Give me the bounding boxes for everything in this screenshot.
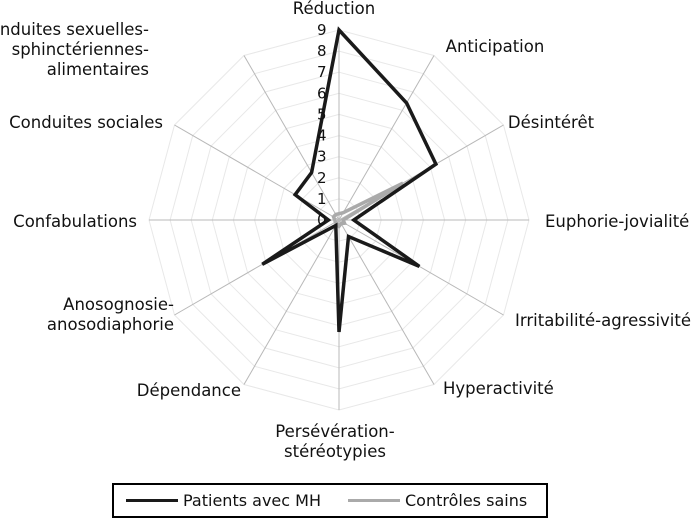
axis-label-line: Conduites sociales bbox=[9, 113, 163, 132]
axis-label-line: stéréotypies bbox=[284, 442, 386, 461]
series-line-controles bbox=[331, 181, 404, 230]
axis-label-line: Désintérêt bbox=[508, 113, 595, 132]
legend-box bbox=[112, 483, 548, 518]
axis-label-line: Conduites sexuelles- bbox=[0, 20, 149, 39]
axis-label-line: Réduction bbox=[293, 0, 375, 18]
axis-label-line: Confabulations bbox=[13, 212, 137, 231]
axis-label-line: anosodiaphorie bbox=[47, 315, 174, 334]
axis-label: Hyperactivité bbox=[443, 379, 554, 398]
tick-label: 6 bbox=[317, 84, 327, 102]
axis-label: Conduites sexuelles-sphinctériennes-alim… bbox=[0, 20, 149, 79]
axis-spoke bbox=[243, 219, 340, 385]
axis-label: Conduites sociales bbox=[9, 113, 163, 132]
legend-label-controles: Contrôles sains bbox=[405, 491, 527, 510]
axis-label-line: Anosognosie- bbox=[63, 295, 174, 314]
axis-labels: RéductionAnticipationDésintérêtEuphorie-… bbox=[0, 0, 691, 461]
tick-label: 4 bbox=[317, 127, 327, 145]
axis-label: Anosognosie-anosodiaphorie bbox=[47, 295, 174, 334]
axis-label: Euphorie-jovialité bbox=[545, 212, 689, 231]
tick-label: 5 bbox=[317, 105, 327, 123]
axis-label: Désintérêt bbox=[508, 113, 595, 132]
axis-label: Irritabilité-agressivité bbox=[515, 311, 691, 330]
axis-label: Anticipation bbox=[446, 37, 545, 56]
axis-spoke bbox=[338, 219, 435, 385]
tick-label: 1 bbox=[317, 190, 327, 208]
axis-label-line: Persévération- bbox=[275, 422, 394, 441]
axis-label-line: Anticipation bbox=[446, 37, 545, 56]
legend-label-patients: Patients avec MH bbox=[183, 491, 321, 510]
legend: Patients avec MH Contrôles sains bbox=[112, 483, 548, 518]
axis-label-line: Euphorie-jovialité bbox=[545, 212, 689, 231]
axis-spoke bbox=[174, 124, 340, 221]
series-line-patients bbox=[261, 26, 439, 333]
tick-label: 3 bbox=[317, 148, 327, 166]
grid-layer bbox=[148, 29, 530, 411]
tick-label: 0 bbox=[317, 211, 327, 229]
axis-label: Persévération-stéréotypies bbox=[275, 422, 394, 461]
axis-spoke bbox=[243, 55, 340, 221]
tick-label: 7 bbox=[317, 63, 327, 81]
axis-label-line: Hyperactivité bbox=[443, 379, 554, 398]
axis-label: Confabulations bbox=[13, 212, 137, 231]
tick-label: 8 bbox=[317, 42, 327, 60]
series-layer bbox=[261, 26, 439, 333]
axis-label-line: Dépendance bbox=[137, 381, 241, 400]
axis-label-line: alimentaires bbox=[47, 60, 149, 79]
axis-label: Réduction bbox=[293, 0, 375, 18]
axis-label-line: Irritabilité-agressivité bbox=[515, 311, 691, 330]
axis-spoke bbox=[174, 219, 340, 316]
tick-layer: 0 1 2 3 4 5 6 7 8 9 bbox=[317, 21, 327, 229]
axis-spoke bbox=[338, 55, 435, 221]
axis-label: Dépendance bbox=[137, 381, 241, 400]
axis-label-line: sphinctériennes- bbox=[12, 40, 149, 59]
tick-label: 9 bbox=[317, 21, 327, 39]
axis-spoke bbox=[338, 219, 504, 316]
tick-label: 2 bbox=[317, 169, 327, 187]
